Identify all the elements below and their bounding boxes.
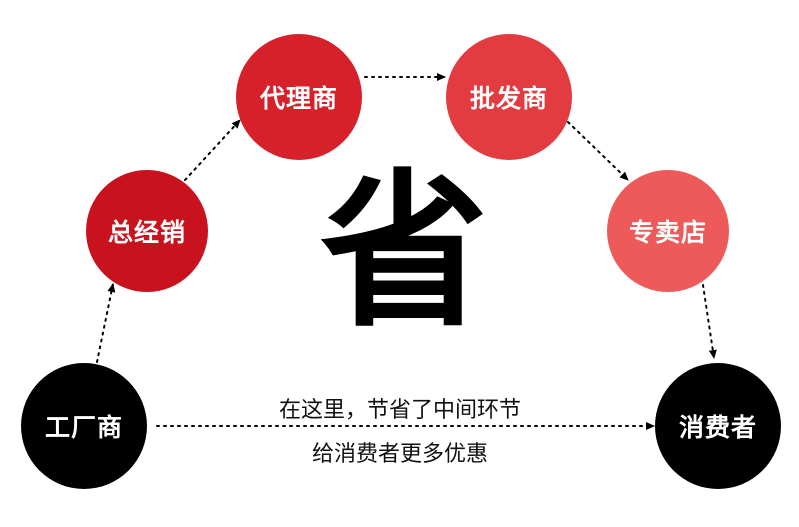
arrow-factory-to-distributor [96,283,116,363]
node-distributor-label: 总经销 [107,218,186,247]
node-consumer: 消费者 [655,363,781,489]
node-agent-label: 代理商 [259,84,338,113]
node-wholesaler-label: 批发商 [469,84,548,113]
node-distributor: 总经销 [86,170,208,292]
caption-line-1: 在这里，节省了中间环节 [278,398,521,423]
node-wholesaler: 批发商 [446,34,572,160]
node-factory: 工厂商 [21,363,147,489]
node-agent: 代理商 [236,34,362,160]
center-save-character: 省 [320,154,488,350]
caption-line-2: 给消费者更多优惠 [311,442,488,467]
node-store-label: 专卖店 [628,218,707,247]
arrow-store-to-consumer [702,284,717,359]
node-store: 专卖店 [607,170,729,292]
arrow-distributor-to-agent [184,119,241,181]
node-factory-label: 工厂商 [44,413,123,442]
arrow-wholesaler-to-store [567,121,629,181]
node-consumer-label: 消费者 [678,413,757,442]
